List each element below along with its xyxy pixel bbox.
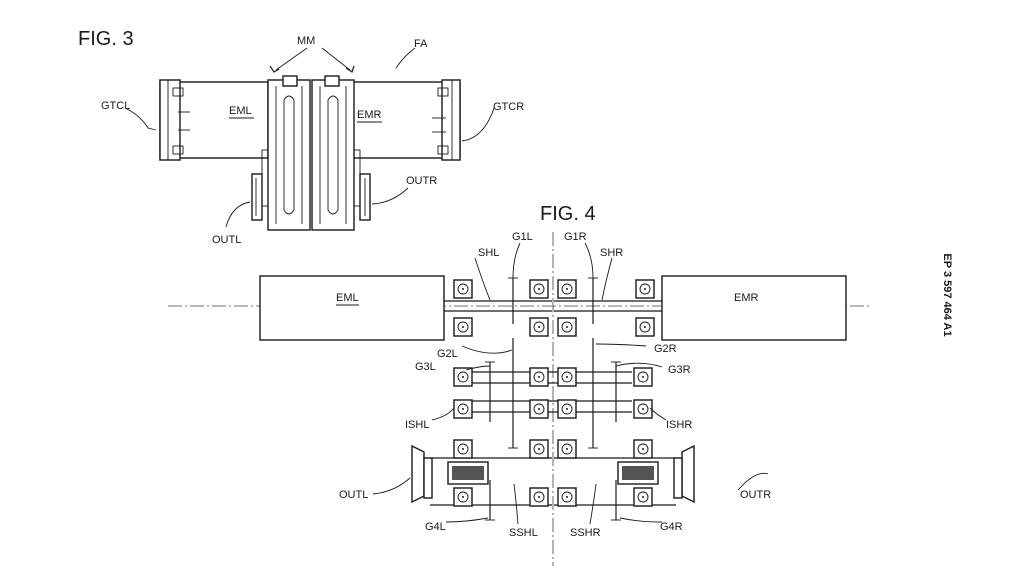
fig4-label-g2r: G2R: [654, 343, 677, 355]
document-number: EP 3 597 464 A1: [941, 253, 953, 336]
fig3-label-outl: OUTL: [212, 234, 241, 246]
fig4-label-shr: SHR: [600, 247, 623, 259]
fig4-label-g3r: G3R: [668, 364, 691, 376]
fig3-housing-left: [267, 79, 311, 231]
fig4-label-emr: EMR: [734, 292, 759, 304]
fig4-motor-emr: [661, 275, 847, 341]
fig4-drawing: FIG. 4 EML EMR: [168, 203, 872, 566]
fig3-label-eml: EML: [229, 105, 252, 117]
fig4-title: FIG. 4: [540, 203, 596, 225]
fig4-label-g4l: G4L: [425, 521, 446, 533]
fig4-label-g4r: G4R: [660, 521, 683, 533]
fig4-label-eml: EML: [336, 292, 359, 304]
fig4-label-g1r: G1R: [564, 231, 587, 243]
fig4-label-sshl: SSHL: [509, 527, 538, 539]
fig3-label-emr: EMR: [357, 109, 382, 121]
fig4-label-g2l: G2L: [437, 348, 458, 360]
fig3-label-mm: MM: [297, 35, 315, 47]
fig3-label-gtcr: GTCR: [493, 101, 524, 113]
fig4-label-ishl: ISHL: [405, 419, 429, 431]
fig3-label-outr: OUTR: [406, 175, 437, 187]
fig3-label-gtcl: GTCL: [101, 100, 130, 112]
fig4-gear-lines: [485, 277, 621, 521]
fig3-housing-right: [311, 79, 355, 231]
fig3-label-fa: FA: [414, 38, 428, 50]
fig4-output-outl: [411, 444, 425, 504]
fig4-bearings: [453, 279, 655, 507]
fig3-title: FIG. 3: [78, 28, 134, 50]
fig4-label-outr: OUTR: [740, 489, 771, 501]
fig3-gearbox-gtcr: [441, 79, 461, 161]
fig4-label-g3l: G3L: [415, 361, 436, 373]
fig3-output-outl: [251, 173, 263, 221]
fig3-drawing: FIG. 3: [78, 28, 524, 246]
fig4-label-ishr: ISHR: [666, 419, 692, 431]
fig4-leader-lines: [372, 242, 769, 525]
fig4-label-g1l: G1L: [512, 231, 533, 243]
fig3-gearbox-gtcl: [159, 79, 181, 161]
fig4-output-outr: [681, 444, 695, 504]
fig4-motor-eml: [259, 275, 445, 341]
fig4-label-shl: SHL: [478, 247, 499, 259]
fig4-label-outl: OUTL: [339, 489, 368, 501]
fig4-label-sshr: SSHR: [570, 527, 601, 539]
